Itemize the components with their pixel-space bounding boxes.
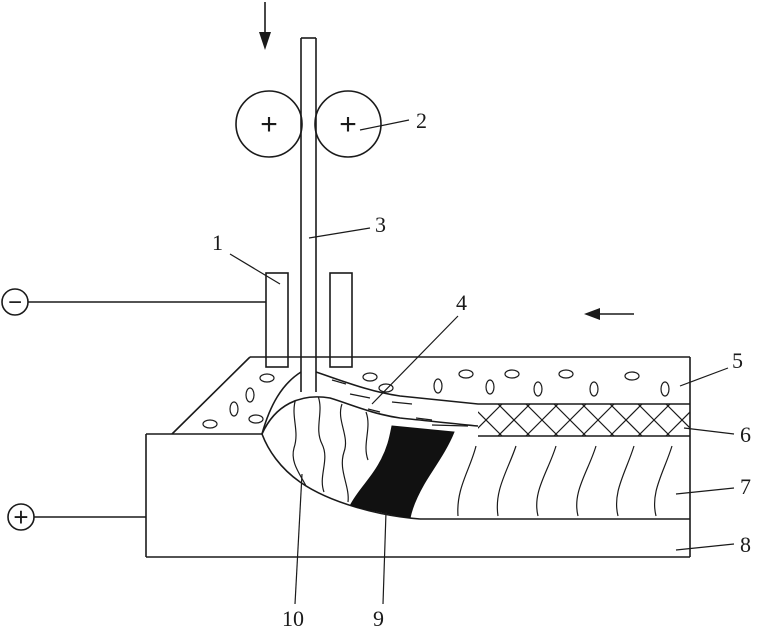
slag-crust bbox=[478, 404, 690, 437]
solidified-weld-metal bbox=[349, 425, 455, 519]
contact-tube bbox=[265, 272, 353, 368]
flux-layer bbox=[171, 356, 690, 435]
label-5: 5 bbox=[732, 348, 743, 373]
label-10: 10 bbox=[282, 606, 304, 629]
label-7: 7 bbox=[740, 474, 751, 499]
wire-feed-arrow bbox=[259, 2, 271, 50]
base-metal bbox=[145, 357, 691, 558]
negative-symbol: − bbox=[8, 289, 22, 316]
label-1: 1 bbox=[212, 230, 223, 255]
electrode-wire bbox=[300, 37, 317, 392]
label-4: 4 bbox=[456, 290, 467, 315]
positive-symbol: + bbox=[13, 502, 28, 532]
roller-right-plus: + bbox=[339, 108, 357, 141]
leader-lines bbox=[229, 119, 735, 605]
label-6: 6 bbox=[740, 422, 751, 447]
feed-roller-left: + bbox=[235, 90, 303, 158]
label-3: 3 bbox=[375, 212, 386, 237]
positive-terminal: + bbox=[7, 502, 146, 532]
negative-terminal: − bbox=[1, 288, 266, 316]
roller-left-plus: + bbox=[260, 108, 278, 141]
weld-bead bbox=[261, 396, 673, 520]
label-8: 8 bbox=[740, 532, 751, 557]
feed-roller-right: + bbox=[314, 90, 382, 158]
travel-direction-arrow bbox=[584, 308, 634, 320]
label-9: 9 bbox=[373, 606, 384, 629]
label-2: 2 bbox=[416, 108, 427, 133]
arc-cavity bbox=[261, 371, 690, 435]
